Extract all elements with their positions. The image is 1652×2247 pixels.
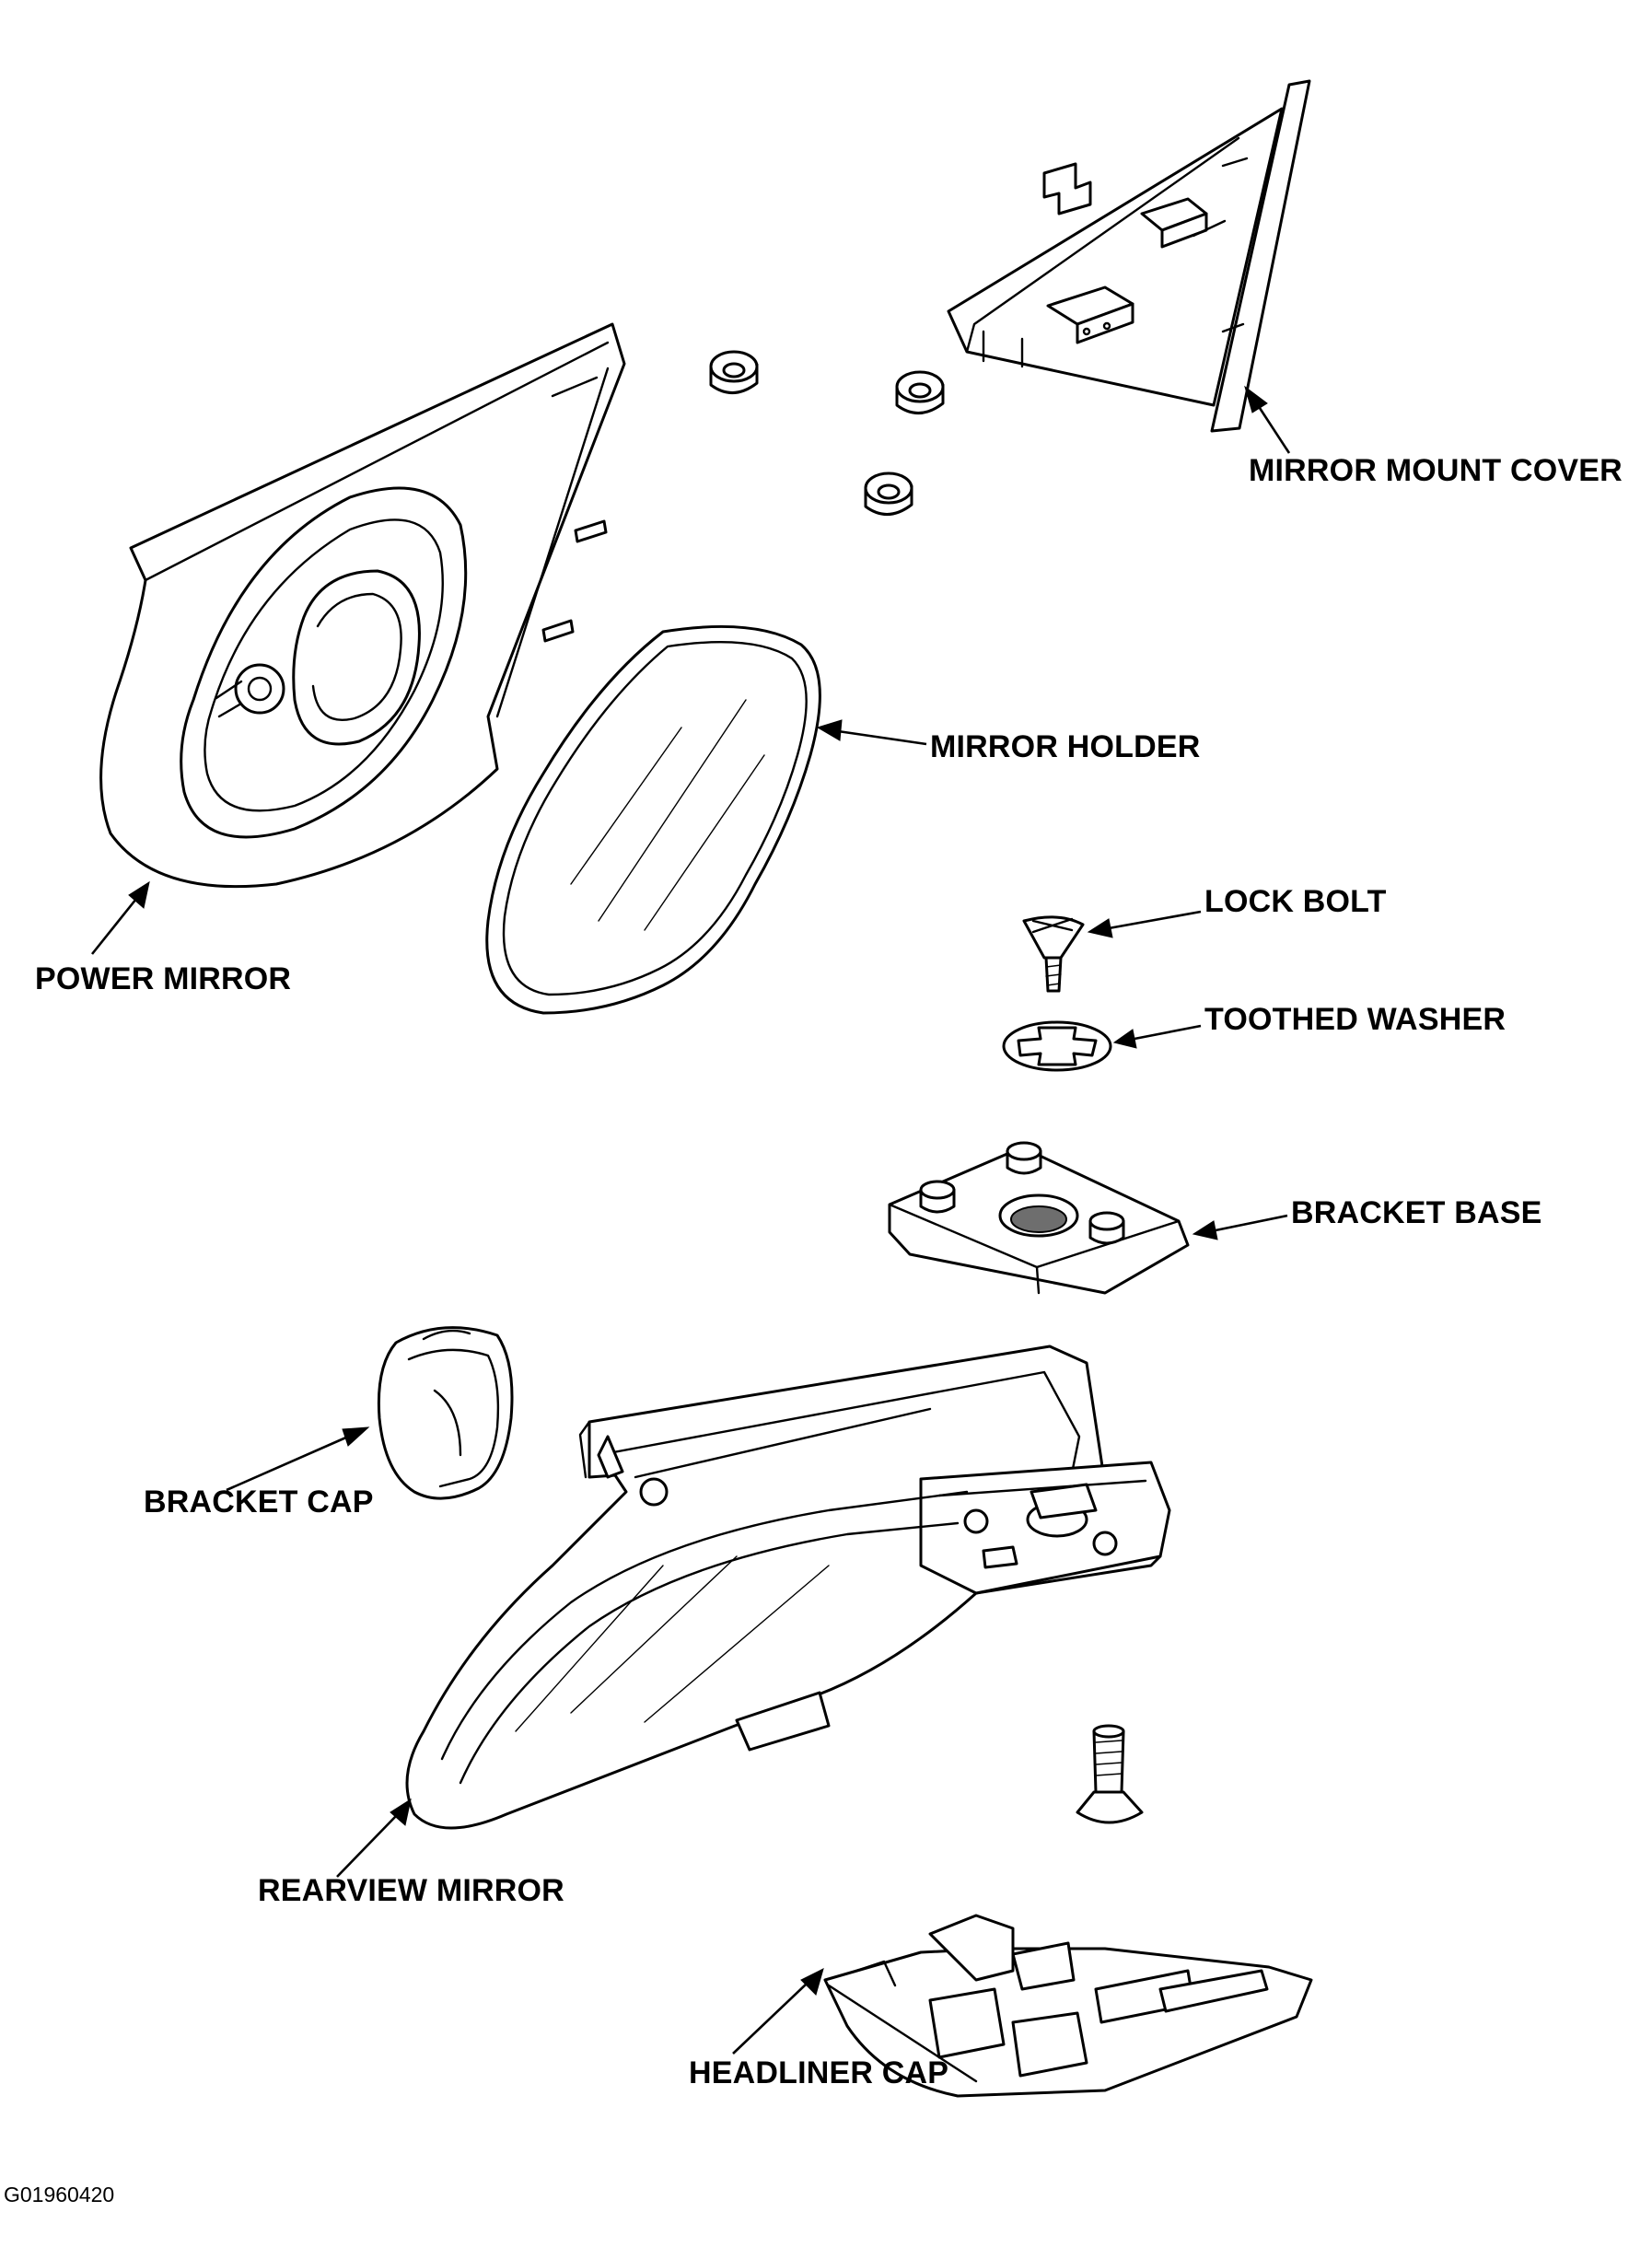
leader-bracket-cap <box>226 1426 370 1492</box>
label-toothed-washer: TOOTHED WASHER <box>1204 1002 1507 1037</box>
grommet-2 <box>895 370 945 414</box>
label-mirror-mount-cover: MIRROR MOUNT COVER <box>1249 453 1623 488</box>
leader-headliner-cap <box>732 1968 824 2055</box>
leader-lock-bolt <box>1087 910 1202 938</box>
leader-mirror-mount-cover <box>1244 385 1291 454</box>
label-bracket-base: BRACKET BASE <box>1291 1195 1542 1230</box>
grommet-3 <box>864 472 913 516</box>
bracket-cap <box>377 1326 514 1500</box>
label-power-mirror: POWER MIRROR <box>35 961 292 996</box>
toothed-washer <box>1002 1020 1112 1072</box>
grommet-1 <box>709 350 759 394</box>
label-rearview-mirror: REARVIEW MIRROR <box>258 1873 564 1908</box>
leader-toothed-washer <box>1112 1024 1202 1049</box>
figure-code: G01960420 <box>4 2183 115 2206</box>
lock-bolt <box>1022 915 1085 993</box>
headliner-cap <box>823 1914 1313 2098</box>
label-lock-bolt: LOCK BOLT <box>1204 884 1387 919</box>
clip <box>1042 162 1092 215</box>
power-mirror <box>99 322 626 889</box>
label-headliner-cap: HEADLINER CAP <box>689 2055 949 2090</box>
label-bracket-cap: BRACKET CAP <box>144 1484 374 1519</box>
leader-rearview-mirror <box>336 1798 412 1878</box>
bracket-base <box>888 1141 1190 1295</box>
mirror-mount-cover <box>947 79 1311 433</box>
mirror-holder <box>485 624 821 1015</box>
leader-mirror-holder <box>816 719 927 746</box>
label-mirror-holder: MIRROR HOLDER <box>930 729 1201 764</box>
leader-power-mirror <box>90 880 150 955</box>
leader-bracket-base <box>1192 1214 1288 1240</box>
rearview-mirror <box>405 1345 1171 1830</box>
screw <box>1076 1724 1144 1824</box>
